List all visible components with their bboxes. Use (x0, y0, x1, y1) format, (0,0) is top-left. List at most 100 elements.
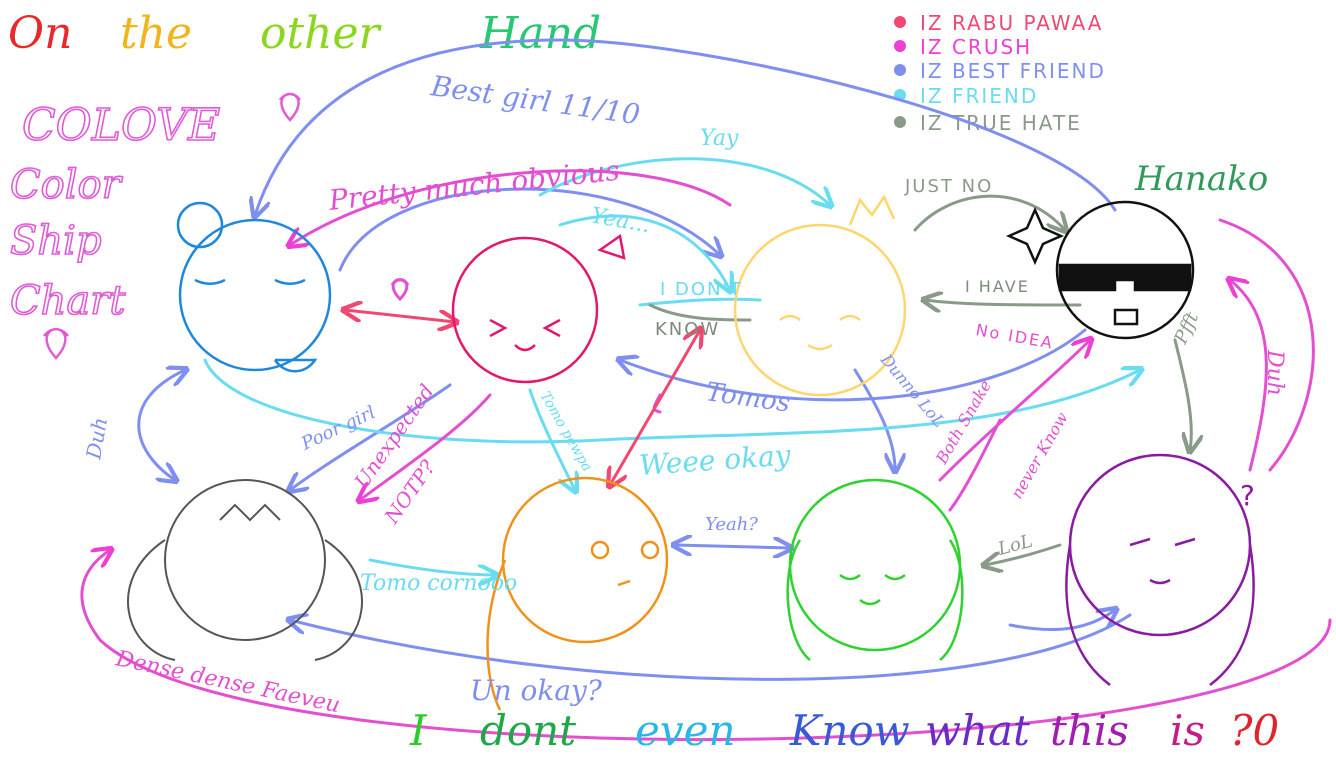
arrow-true-hate (913, 194, 1065, 230)
annotation-duh-right: Duh (1262, 349, 1287, 396)
chart-title-line: Color (10, 162, 124, 208)
footer-word: is (1170, 706, 1205, 755)
arrow-crush (1218, 218, 1315, 472)
title-word: the (120, 8, 192, 59)
arrow-crush (1230, 280, 1268, 472)
tiara-icon (219, 503, 281, 522)
character-head (451, 236, 599, 384)
arrow-friend (558, 214, 730, 290)
chart-title-line: Chart (10, 278, 126, 324)
character-head (733, 223, 907, 397)
sparkle-icon (1005, 206, 1065, 266)
character-name-hanako: Hanako (1134, 159, 1268, 199)
legend-item: IZ TRUE HATE (894, 111, 1080, 135)
arrow-friend (368, 558, 495, 575)
title-word: other (260, 8, 383, 59)
annotation-know: KNOW (655, 319, 720, 340)
heart-icon (278, 92, 302, 122)
arrow-best-friend (338, 187, 720, 272)
twintails (127, 539, 363, 661)
footer-word: dont (480, 706, 576, 755)
character-mouth (1113, 308, 1139, 326)
arrow-crush (948, 418, 1002, 512)
annotation-dense: Dense dense Faeveu (113, 646, 342, 718)
relationship-arrows (80, 38, 1332, 742)
character-white[interactable] (127, 479, 363, 661)
character-blue[interactable] (176, 201, 332, 373)
footer-caption: I dont even Know what this is ?0 (409, 706, 1279, 755)
chart-title-line: Ship (10, 218, 102, 264)
character-hanako[interactable] (1005, 200, 1195, 340)
character-head (1055, 200, 1195, 340)
legend-swatch (894, 40, 906, 52)
arrow-best-friend (290, 615, 1132, 681)
character-head (164, 479, 326, 641)
crown-icon (848, 194, 896, 226)
side-hair (486, 559, 507, 711)
teacup-icon (273, 358, 318, 373)
character-face (1129, 537, 1196, 585)
hair-bow (597, 233, 626, 260)
arrow-friend (638, 297, 762, 307)
legend-item: IZ BEST FRIEND (894, 59, 1106, 83)
annotation-no-idea: No IDEA (974, 320, 1055, 352)
annotation-yeah: Yeah? (705, 514, 758, 535)
footer-word: even (635, 706, 736, 755)
annotation-i-dont: I DON'T (660, 279, 742, 300)
legend-item: IZ CRUSH (894, 35, 1032, 59)
legend-item: IZ RABU PAWAA (894, 11, 1103, 35)
annotation-just-no: JUST NO (904, 176, 993, 197)
character-head (788, 478, 962, 652)
legend-swatch (894, 116, 906, 128)
arrow-true-hate (985, 543, 1062, 565)
legend-swatch (894, 64, 906, 76)
sunglasses-icon (1058, 263, 1192, 292)
annotation-poor-girl: Poor girl (297, 402, 379, 455)
heart-icon (390, 278, 410, 302)
annotation-i-have: I HAVE (965, 277, 1030, 296)
annotations: Best girl 11/10 Yay Pretty much obvious … (81, 69, 1287, 718)
arrow-crush (360, 393, 492, 500)
character-orange[interactable] (486, 476, 669, 711)
pigtails (786, 539, 964, 661)
character-head (178, 218, 332, 372)
footer-word: I (409, 706, 428, 755)
chart-title: COLOVE Color Ship Chart (9, 92, 302, 360)
character-green[interactable] (786, 478, 964, 661)
legend: IZ RABU PAWAA IZ CRUSH IZ BEST FRIEND IZ… (894, 11, 1106, 135)
legend-label: IZ CRUSH (920, 35, 1032, 59)
arrow-best-friend (137, 370, 185, 480)
question-mark: ? (1240, 479, 1255, 512)
legend-label: IZ BEST FRIEND (920, 59, 1106, 83)
character-purple[interactable]: ? (1065, 453, 1255, 686)
annotation-yay: Yay (700, 126, 739, 151)
arrow-rabu-pawaa (610, 330, 700, 485)
heart-icon (43, 328, 69, 360)
arrow-best-friend (290, 383, 452, 490)
footer-word: this (1050, 706, 1129, 755)
character-mouth (617, 579, 631, 587)
chart-title-line: COLOVE (22, 100, 220, 151)
footer-word: ?0 (1230, 706, 1279, 755)
character-yellow[interactable] (733, 194, 907, 397)
annotation-un-okay: Un okay? (470, 674, 603, 707)
character-eyes (194, 278, 306, 285)
arrow-best-friend (255, 38, 1117, 215)
arrow-friend (538, 157, 830, 205)
character-eye (590, 540, 610, 560)
character-face (839, 573, 906, 606)
arrow-crush (80, 550, 1332, 742)
long-hair (1065, 544, 1255, 686)
character-eye (640, 540, 660, 560)
character-pink[interactable] (451, 233, 626, 384)
annotation-weee-okay: Weee okay (638, 438, 793, 482)
arrow-crush (938, 340, 1090, 482)
annotation-never-know: never Know (1007, 409, 1072, 502)
title-word: On (8, 8, 72, 59)
hair-bun (176, 201, 224, 249)
annotation-pretty-much: Pretty much obvious (326, 154, 621, 217)
annotation-tomo-pewpa: Tomo pewpa (537, 389, 596, 474)
arrow-true-hate (925, 300, 1082, 305)
arrow-best-friend (675, 545, 790, 548)
legend-label: IZ RABU PAWAA (920, 11, 1103, 35)
